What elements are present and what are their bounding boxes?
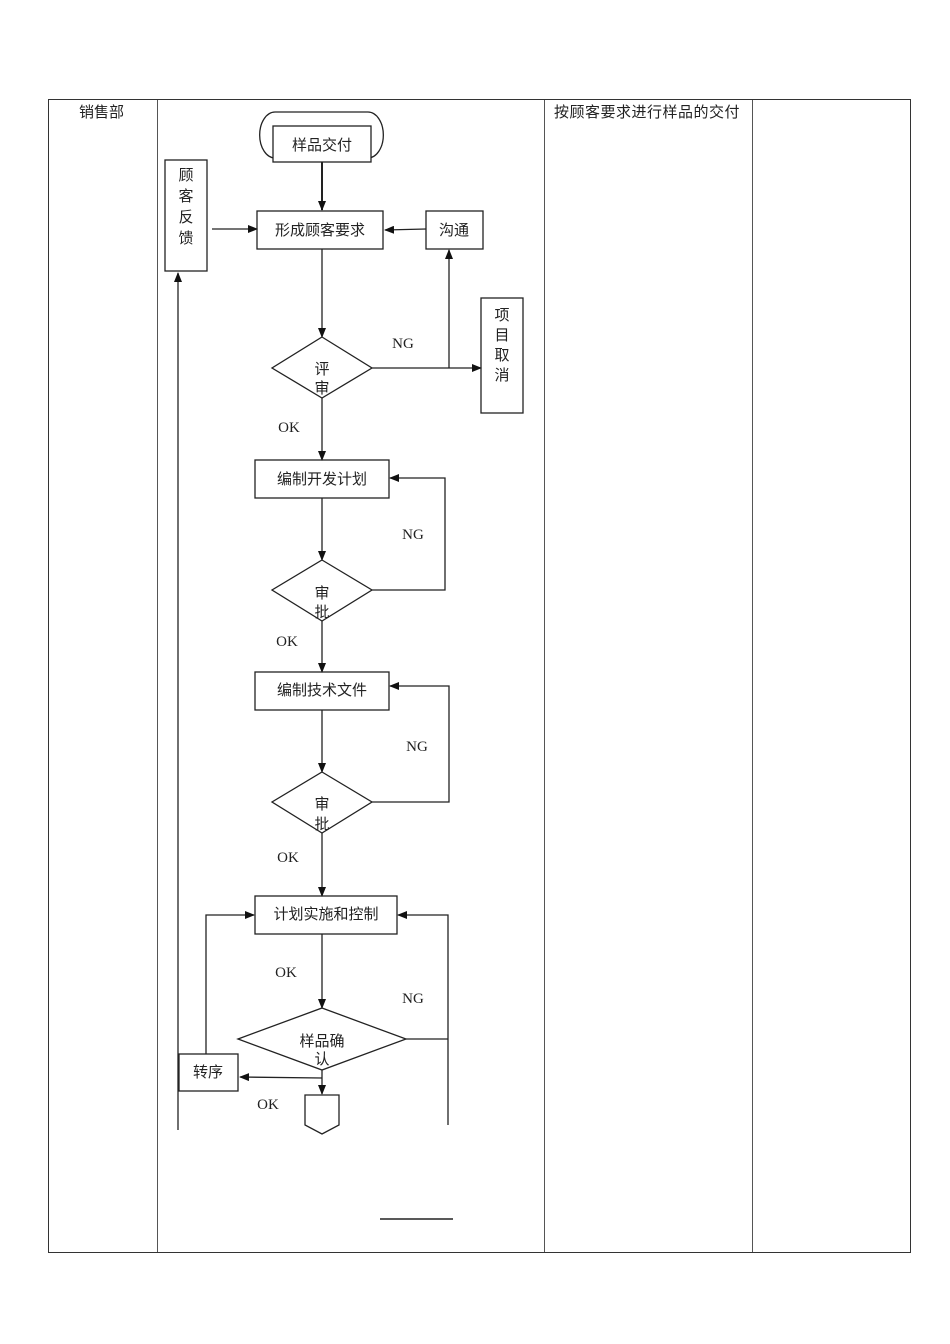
cancel-box: [480, 297, 524, 414]
column-divider: [544, 100, 545, 1252]
arrow-transfer-to-execute: [205, 911, 255, 1054]
review-label-1: 评: [314, 361, 329, 378]
ng-label-review: NG: [392, 336, 414, 352]
ok-label-approve1: OK: [276, 634, 298, 650]
ok-label-confirm: OK: [257, 1097, 279, 1113]
start-label: 样品交付: [292, 136, 352, 154]
arrow-approve2-ng-loop: [372, 682, 450, 803]
column-divider: [752, 100, 753, 1252]
requirements-label: 形成顾客要求: [275, 222, 365, 239]
ok-label-approve2: OK: [277, 850, 299, 866]
ng-label-confirm: NG: [402, 991, 424, 1007]
feedback-label-2: 客: [178, 188, 193, 205]
review-label-2: 审: [314, 380, 329, 397]
cancel-label-4: 消: [494, 367, 509, 384]
confirm-label-1: 样品确: [299, 1033, 344, 1050]
approve2-label-2: 批: [314, 816, 329, 833]
cancel-label-3: 取: [494, 347, 509, 364]
arrow-communicate-to-requirements: [384, 225, 427, 234]
ng-label-approve2: NG: [406, 739, 428, 755]
arrow-approve1-ng-loop: [372, 474, 446, 591]
feedback-label-1: 顾: [178, 168, 193, 184]
devplan-label: 编制开发计划: [277, 471, 367, 488]
approve1-label-1: 审: [314, 585, 329, 602]
ng-label-approve1: NG: [402, 527, 424, 543]
execute-label: 计划实施和控制: [273, 906, 378, 923]
start-box: [272, 125, 372, 163]
ok-label-execute: OK: [275, 965, 297, 981]
start-terminator-outline: [259, 111, 384, 159]
cancel-label-2: 目: [494, 328, 509, 344]
feedback-box: [164, 159, 208, 272]
column-divider: [157, 100, 158, 1252]
cancel-label-1: 项: [494, 307, 509, 324]
feedback-label-4: 馈: [178, 230, 193, 247]
feedback-label-3: 反: [178, 209, 193, 226]
approve1-label-2: 批: [314, 604, 329, 621]
techdocs-label: 编制技术文件: [277, 682, 367, 699]
requirements-box: [256, 210, 384, 250]
process-table: 销售部 按顾客要求进行样品的交付: [48, 99, 911, 1253]
offpage-connector: [304, 1094, 340, 1135]
arrow-confirm-to-transfer: [239, 1073, 323, 1082]
arrow-confirm-ng-loop: [397, 911, 449, 1125]
transfer-label: 转序: [193, 1064, 223, 1081]
confirm-label-2: 认: [314, 1051, 329, 1068]
approve2-label-1: 审: [314, 796, 329, 813]
ok-label-review: OK: [278, 420, 300, 436]
description-cell: 按顾客要求进行样品的交付: [554, 105, 741, 121]
communicate-label: 沟通: [439, 222, 469, 239]
transfer-box: [178, 1053, 239, 1092]
department-cell: 销售部: [79, 105, 125, 121]
communicate-box: [425, 210, 484, 250]
